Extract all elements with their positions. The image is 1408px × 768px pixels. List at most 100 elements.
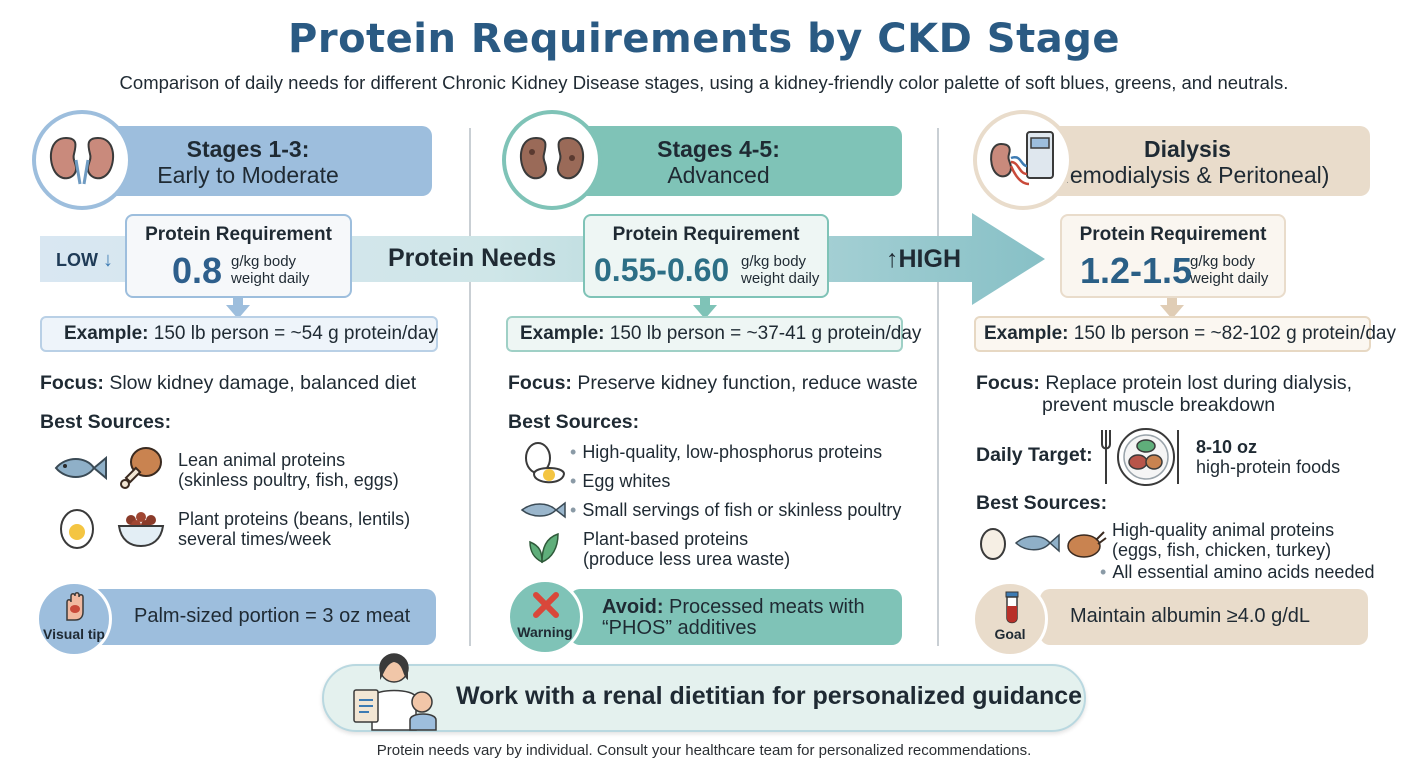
source-item: •All essential amino acids needed xyxy=(1100,562,1374,582)
source-line-2: several times/week xyxy=(178,529,332,549)
source-item: •Small servings of fish or skinless poul… xyxy=(570,500,901,520)
bullet: • xyxy=(570,471,577,491)
source-text: Plant-based proteins xyxy=(583,529,749,549)
egg-icon xyxy=(980,528,1006,560)
stage-1-tip-bar: Palm-sized portion = 3 oz meat xyxy=(90,589,436,645)
bullet: • xyxy=(1100,562,1107,582)
warning-badge: Warning xyxy=(507,579,583,655)
example-label: Example: xyxy=(984,323,1069,344)
fish-icon xyxy=(54,455,107,481)
source-line-1: Lean animal proteins xyxy=(178,450,346,470)
stage-name: Dialysis xyxy=(1144,136,1231,162)
leaf-icon xyxy=(529,532,559,564)
stage-3-focus: Focus: Replace protein lost during dialy… xyxy=(976,372,1352,416)
x-mark-icon xyxy=(533,592,559,618)
protein-needs-label: Protein Needs xyxy=(388,244,557,272)
arrow-down-icon: ↓ xyxy=(103,249,114,271)
connector xyxy=(700,298,710,308)
requirement-title: Protein Requirement xyxy=(612,224,800,245)
stage-name: Stages 1-3: xyxy=(186,136,310,162)
stage-3-goal-bar: Maintain albumin ≥4.0 g/dL xyxy=(1040,589,1368,645)
source-line-2: (eggs, fish, chicken, turkey) xyxy=(1112,540,1332,560)
source-text-2: (produce less urea waste) xyxy=(583,549,791,569)
fish-icon xyxy=(520,501,566,519)
bullet: • xyxy=(570,500,577,520)
roast-chicken-icon xyxy=(1067,531,1107,558)
source-text: Egg whites xyxy=(582,471,671,491)
unit-line-2: weight daily xyxy=(231,270,310,287)
kidney-icon xyxy=(502,110,602,210)
dietitian-icon xyxy=(353,653,437,731)
source-line-1: High-quality animal proteins xyxy=(1112,520,1335,540)
source-line-1: Plant proteins (beans, lentils) xyxy=(178,509,411,529)
focus-text-1: Replace protein lost during dialysis, xyxy=(1045,372,1353,394)
tip-text: Palm-sized portion = 3 oz meat xyxy=(134,605,411,627)
fish-icon xyxy=(1014,533,1060,553)
pointer-arrow-icon xyxy=(1160,305,1184,319)
stage-1-focus: Focus: Slow kidney damage, balanced diet xyxy=(40,372,416,394)
footnote: Protein needs vary by individual. Consul… xyxy=(376,742,1032,759)
page-subtitle: Comparison of daily needs for different … xyxy=(119,72,1289,93)
plate-icon xyxy=(1101,428,1179,486)
dialysis-machine-icon xyxy=(973,110,1073,210)
stage-2-example: Example: 150 lb person = ~37-41 g protei… xyxy=(506,316,921,352)
focus-label: Focus: xyxy=(508,372,572,394)
daily-target-label: Daily Target: xyxy=(976,444,1093,466)
egg-icon xyxy=(60,509,94,549)
source-line-2: (skinless poultry, fish, eggs) xyxy=(178,470,399,490)
unit-line-2: weight daily xyxy=(741,270,820,287)
best-sources-title: Best Sources: xyxy=(976,492,1108,514)
focus-text: Preserve kidney function, reduce waste xyxy=(577,372,918,394)
requirement-value: 0.8 xyxy=(172,250,223,291)
focus-text: Slow kidney damage, balanced diet xyxy=(109,372,417,394)
chicken-leg-icon xyxy=(120,447,162,489)
page-title: Protein Requirements by CKD Stage xyxy=(288,16,1120,62)
source-text: High-quality, low-phosphorus proteins xyxy=(582,442,883,462)
warning-caption: Warning xyxy=(517,624,573,640)
source-text: Small servings of fish or skinless poult… xyxy=(582,500,902,520)
source-item: •Egg whites xyxy=(570,471,670,491)
kidney-icon xyxy=(32,110,132,210)
example-text: 150 lb person = ~54 g protein/day xyxy=(153,323,438,344)
dietitian-cta-text: Work with a renal dietitian for personal… xyxy=(456,682,1083,710)
tip-caption: Visual tip xyxy=(43,626,105,642)
pointer-arrow-icon xyxy=(226,305,250,319)
connector xyxy=(1167,298,1177,308)
best-sources-title: Best Sources: xyxy=(40,411,172,433)
source-item: Lean animal proteins(skinless poultry, f… xyxy=(178,450,399,490)
stage-2-focus: Focus: Preserve kidney function, reduce … xyxy=(508,372,918,394)
visual-tip-badge: Visual tip xyxy=(36,581,112,657)
warning-text: Avoid: Processed meats with“PHOS” additi… xyxy=(602,597,865,639)
example-label: Example: xyxy=(64,323,149,344)
goal-caption: Goal xyxy=(994,626,1026,642)
bullet: • xyxy=(570,442,577,462)
source-line-3: All essential amino acids needed xyxy=(1112,562,1375,582)
example-label: Example: xyxy=(520,323,605,344)
focus-label: Focus: xyxy=(976,372,1040,394)
bean-bowl-icon xyxy=(117,512,165,548)
stage-name: Stages 4-5: xyxy=(657,136,780,162)
dietitian-callout xyxy=(322,664,1086,732)
source-item: Plant proteins (beans, lentils)several t… xyxy=(178,509,410,549)
connector xyxy=(233,298,243,308)
example-text: 150 lb person = ~37-41 g protein/day xyxy=(609,323,922,344)
low-text: LOW xyxy=(56,250,98,270)
low-label: LOW ↓ xyxy=(56,249,113,272)
requirement-value: 1.2-1.5 xyxy=(1080,250,1193,291)
pointer-arrow-icon xyxy=(693,305,717,319)
arrow-up-icon: ↑ xyxy=(886,245,899,273)
unit-line-1: g/kg body xyxy=(741,253,807,270)
focus-text-2: prevent muscle breakdown xyxy=(1042,394,1276,416)
requirement-title: Protein Requirement xyxy=(1079,224,1267,245)
target-desc: high-protein foods xyxy=(1196,457,1341,477)
source-item: •High-quality, low-phosphorus proteins xyxy=(570,442,882,462)
stage-2-warning-bar: Avoid: Processed meats with“PHOS” additi… xyxy=(570,589,902,645)
unit-line-1: g/kg body xyxy=(231,253,297,270)
stage-desc: Advanced xyxy=(667,162,770,188)
stage-desc: Early to Moderate xyxy=(157,162,339,188)
